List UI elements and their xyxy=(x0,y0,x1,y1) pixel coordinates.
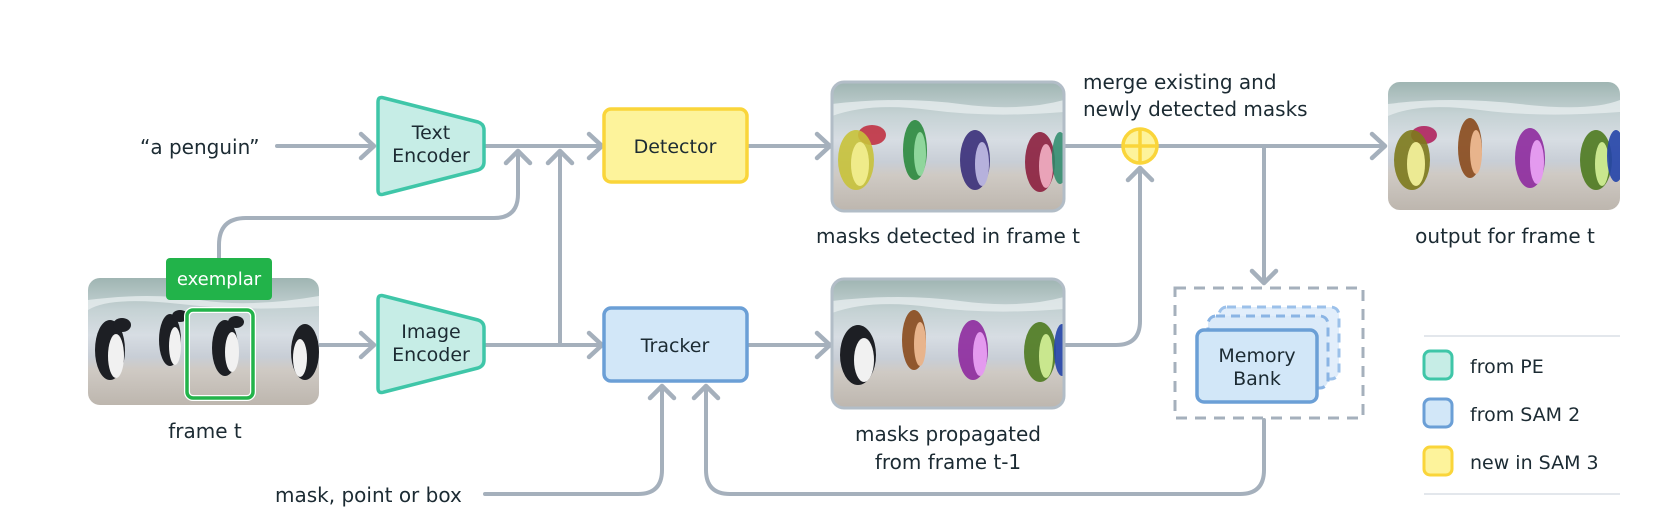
wire-memory-to-tracker xyxy=(704,385,1266,496)
legend-item-sam3: new in SAM 3 xyxy=(1422,445,1599,477)
text-prompt-label: “a penguin” xyxy=(140,135,260,159)
detector-label: Detector xyxy=(634,136,717,158)
detected-caption: masks detected in frame t xyxy=(816,224,1080,248)
arrow-head xyxy=(691,383,721,401)
text-encoder-line2: Encoder xyxy=(392,145,470,167)
arrow-head xyxy=(814,330,833,360)
mask-penguin xyxy=(1458,118,1482,178)
merge-caption-line1: merge existing and xyxy=(1083,70,1277,94)
mask-penguin xyxy=(1607,130,1620,182)
legend: from PE from SAM 2 new in SAM 3 xyxy=(1422,335,1620,495)
image-encoder-line1: Image xyxy=(401,321,461,343)
arrow-head xyxy=(814,131,833,161)
penguin xyxy=(212,316,244,376)
legend-swatch-pe xyxy=(1422,349,1454,381)
mask-penguin xyxy=(1580,130,1612,190)
frame-caption: frame t xyxy=(168,419,242,443)
mask-penguin xyxy=(1024,322,1056,382)
tracker-label: Tracker xyxy=(640,335,710,357)
penguin xyxy=(291,324,319,380)
mask-penguin xyxy=(1052,132,1064,184)
wire-prompt-to-tracker xyxy=(483,385,664,496)
penguin xyxy=(159,310,188,366)
penguin xyxy=(840,325,876,385)
legend-item-pe: from PE xyxy=(1422,349,1544,381)
image-border xyxy=(830,80,1066,213)
image-border xyxy=(830,277,1066,410)
arrow-head xyxy=(1369,131,1388,161)
legend-swatch-sam3 xyxy=(1422,445,1454,477)
memory-container-dashed xyxy=(1173,286,1365,420)
legend-label-sam3: new in SAM 3 xyxy=(1470,452,1599,474)
tracker-node: Tracker xyxy=(602,306,749,383)
wire-propagated-to-merge xyxy=(1062,166,1142,347)
arrow-head xyxy=(545,148,575,166)
exemplar-tag-label: exemplar xyxy=(177,269,262,290)
arrow-head xyxy=(1125,165,1155,183)
exemplar-tag xyxy=(166,258,272,300)
encoder-trapezoid xyxy=(376,293,486,395)
mask-penguin xyxy=(960,130,990,190)
mask-penguin xyxy=(1025,132,1055,192)
mask-penguin xyxy=(902,310,926,370)
arrow-head xyxy=(358,131,377,161)
tracker-box xyxy=(602,306,749,383)
exemplar-box[interactable] xyxy=(185,308,255,400)
text-encoder-node: Text Encoder xyxy=(376,95,486,197)
arrow-head xyxy=(1249,268,1279,286)
text-encoder-line1: Text xyxy=(411,122,450,144)
output-caption: output for frame t xyxy=(1415,224,1595,248)
detector-node: Detector xyxy=(602,107,749,184)
encoder-trapezoid xyxy=(376,95,486,197)
arrow-head xyxy=(586,330,605,360)
image-encoder-node: Image Encoder xyxy=(376,293,486,395)
image-encoder-line2: Encoder xyxy=(392,344,470,366)
memory-bank-line1: Memory xyxy=(1218,345,1295,367)
legend-label-pe: from PE xyxy=(1470,356,1544,378)
arrow-head xyxy=(503,148,533,166)
frame-t-image: exemplar xyxy=(88,258,319,405)
memory-bank-box xyxy=(1195,328,1319,404)
legend-label-sam2: from SAM 2 xyxy=(1470,404,1580,426)
mask-penguin xyxy=(1394,130,1430,190)
detected-masks-image xyxy=(830,80,1066,213)
arrow-head xyxy=(586,131,605,161)
mask-penguin xyxy=(903,120,927,180)
merge-caption-line2: newly detected masks xyxy=(1083,97,1308,121)
propagated-caption-line1: masks propagated xyxy=(855,422,1041,446)
mask-penguin xyxy=(958,320,988,380)
detector-box xyxy=(602,107,749,184)
legend-swatch-sam2 xyxy=(1422,397,1454,429)
memory-bank-line2: Bank xyxy=(1233,368,1281,390)
arrow-head xyxy=(358,330,377,360)
mask-penguin xyxy=(1054,324,1064,376)
visual-prompt-label: mask, point or box xyxy=(275,483,462,507)
arrow-head xyxy=(647,383,677,401)
connections xyxy=(217,131,1388,496)
merge-operator xyxy=(1121,127,1159,165)
propagated-caption-line2: from frame t-1 xyxy=(875,450,1021,474)
legend-item-sam2: from SAM 2 xyxy=(1422,397,1580,429)
memory-bank-node: Memory Bank xyxy=(1173,286,1365,420)
output-image xyxy=(1388,82,1620,210)
penguin xyxy=(95,318,131,380)
propagated-masks-image xyxy=(830,277,1066,410)
mask-penguin xyxy=(1515,128,1545,188)
wire-exemplar-to-detector xyxy=(217,150,520,264)
mask-penguin xyxy=(838,130,874,190)
